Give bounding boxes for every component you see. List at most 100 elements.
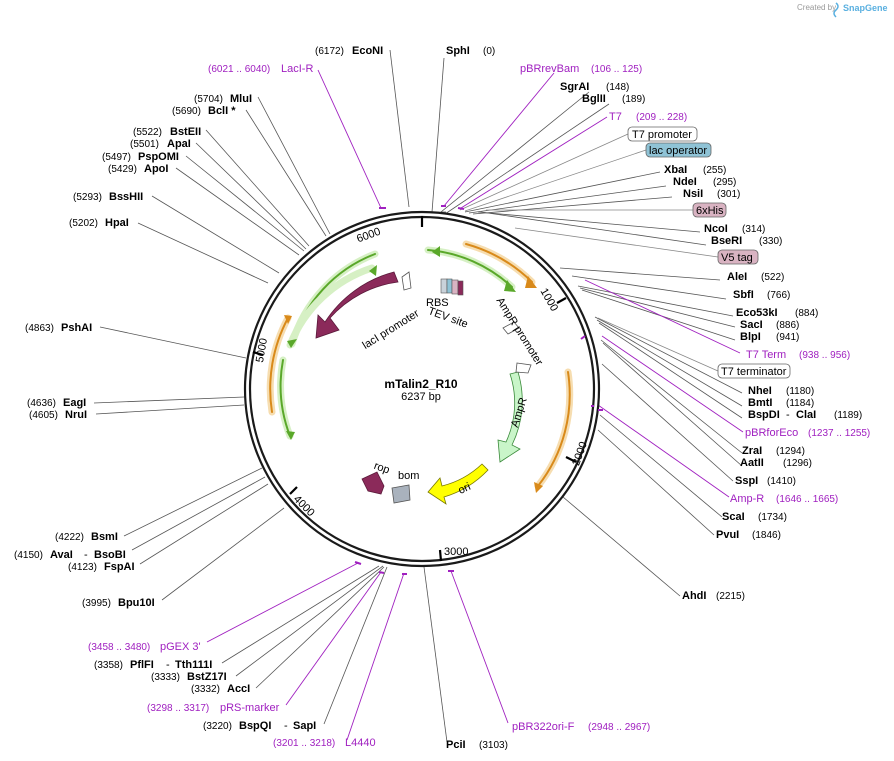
rop-label: rop (372, 460, 391, 477)
site-pos: (886) (776, 320, 799, 331)
site-pos: (1184) (786, 398, 814, 409)
site-name: HpaI (105, 217, 129, 229)
site-name: NsiI (683, 188, 703, 200)
primer-range: (106 .. 125) (591, 64, 642, 75)
site-pos: (1294) (776, 446, 805, 457)
rbs-tev-group (440, 278, 464, 296)
site-name: NcoI (704, 223, 728, 235)
site-pos: (301) (717, 189, 740, 200)
ampr-promoter-marker (502, 321, 520, 335)
site-pos: (4123) (68, 562, 97, 573)
site-name: SspI (735, 475, 758, 487)
site-pos: (6172) (315, 46, 344, 57)
primer-range: (1237 .. 1255) (808, 428, 870, 439)
site-name: NruI (65, 409, 87, 421)
box-leader-lines (459, 133, 719, 372)
site-name: AatII (740, 457, 764, 469)
site-name: BspDI (748, 409, 780, 421)
site-pos: (884) (795, 308, 818, 319)
orf-arrowheads (284, 246, 543, 493)
tick-label-5000: 5000 (254, 337, 270, 363)
site-pos: (3220) (203, 721, 232, 732)
primer-range: (3201 .. 3218) (273, 738, 335, 749)
site-name: Bpu10I (118, 597, 155, 609)
site-sep: - (166, 659, 170, 671)
site-name: AccI (227, 683, 250, 695)
site-name: BmtI (748, 397, 772, 409)
site-name: BlpI (740, 331, 761, 343)
rbs-label: RBS (426, 297, 449, 309)
tick-marks (252, 216, 577, 562)
site-name: AhdI (682, 590, 706, 602)
site-pos: (2215) (716, 591, 745, 602)
site-pos: (4636) (27, 398, 56, 409)
site-sep: - (284, 720, 288, 732)
site-pos: (314) (742, 224, 765, 235)
site-name: BglII (582, 93, 606, 105)
site-name: ZraI (742, 445, 762, 457)
site-pos: (5704) (194, 94, 223, 105)
primer-name: T7 (609, 111, 622, 123)
site-name: XbaI (664, 164, 687, 176)
site-pos: (3103) (479, 740, 508, 751)
primer-marks (354, 205, 603, 575)
site-pos: (5293) (73, 192, 102, 203)
site-name: EcoNI (352, 45, 383, 57)
site-pos: (3358) (94, 660, 123, 671)
site-pos: (148) (606, 82, 629, 93)
left-site-labels: (6172) EcoNI (5704) MluI (5690) BclI * (… (14, 45, 383, 732)
site-name-extra: Tth111I (175, 659, 212, 671)
site-pos: (5501) (130, 139, 159, 150)
site-pos: (5522) (133, 127, 162, 138)
site-name: SbfI (733, 289, 754, 301)
site-name: AleI (727, 271, 747, 283)
site-pos: (4863) (25, 323, 54, 334)
site-name: PshAI (61, 322, 92, 334)
backbone-outer (243, 210, 601, 568)
lacI-promoter-label: lacI promoter (360, 307, 421, 351)
site-pos: (3333) (151, 672, 180, 683)
site-name: PflFI (130, 659, 154, 671)
site-pos: (255) (703, 165, 726, 176)
site-name: BstZ17I (187, 671, 227, 683)
lacI-feature (315, 271, 399, 339)
ori-label: ori (456, 481, 472, 497)
watermark-text: Created by (797, 3, 836, 12)
v5-tag-box (717, 249, 759, 265)
site-name: NheI (748, 385, 772, 397)
site-pos: (941) (776, 332, 799, 343)
site-name: BstEII (170, 126, 201, 138)
site-name: PvuI (716, 529, 739, 541)
primer-name: pRS-marker (220, 702, 280, 714)
site-pos: (5202) (69, 218, 98, 229)
t7-promoter-box (627, 126, 698, 142)
site-name: BspQI (239, 720, 271, 732)
site-name-extra: SapI (293, 720, 316, 732)
site-pos: (0) (483, 46, 495, 57)
right-site-labels: SphI (0) SgrAI (148) BglII (189) XbaI (2… (446, 45, 862, 751)
snapgene-brand: SnapGene (843, 3, 888, 13)
site-pos: (766) (767, 290, 790, 301)
site-pos: (330) (759, 236, 782, 247)
tick-label-1000: 1000 (537, 286, 560, 313)
site-sep: - (84, 549, 88, 561)
site-sep: - (786, 409, 790, 421)
site-pos: (1734) (758, 512, 787, 523)
primer-range: (3458 .. 3480) (88, 642, 150, 653)
boxed-labels: T7 promoter lac operator 6xHis V5 tag T7… (627, 126, 791, 379)
site-name: AvaI (50, 549, 73, 561)
primer-range: (3298 .. 3317) (147, 703, 209, 714)
site-name: ScaI (722, 511, 745, 523)
site-pos: (5497) (102, 152, 131, 163)
site-pos: (4222) (55, 532, 84, 543)
v5-tag-label: V5 tag (721, 252, 753, 264)
primer-name: LacI-R (281, 63, 313, 75)
site-name: BsmI (91, 531, 118, 543)
site-name: PciI (446, 739, 466, 751)
site-pos: (1189) (834, 410, 862, 421)
site-pos: (3332) (191, 684, 220, 695)
site-name-extra: ClaI (796, 409, 816, 421)
bom-label: bom (398, 470, 419, 482)
site-pos: (5429) (108, 164, 137, 175)
